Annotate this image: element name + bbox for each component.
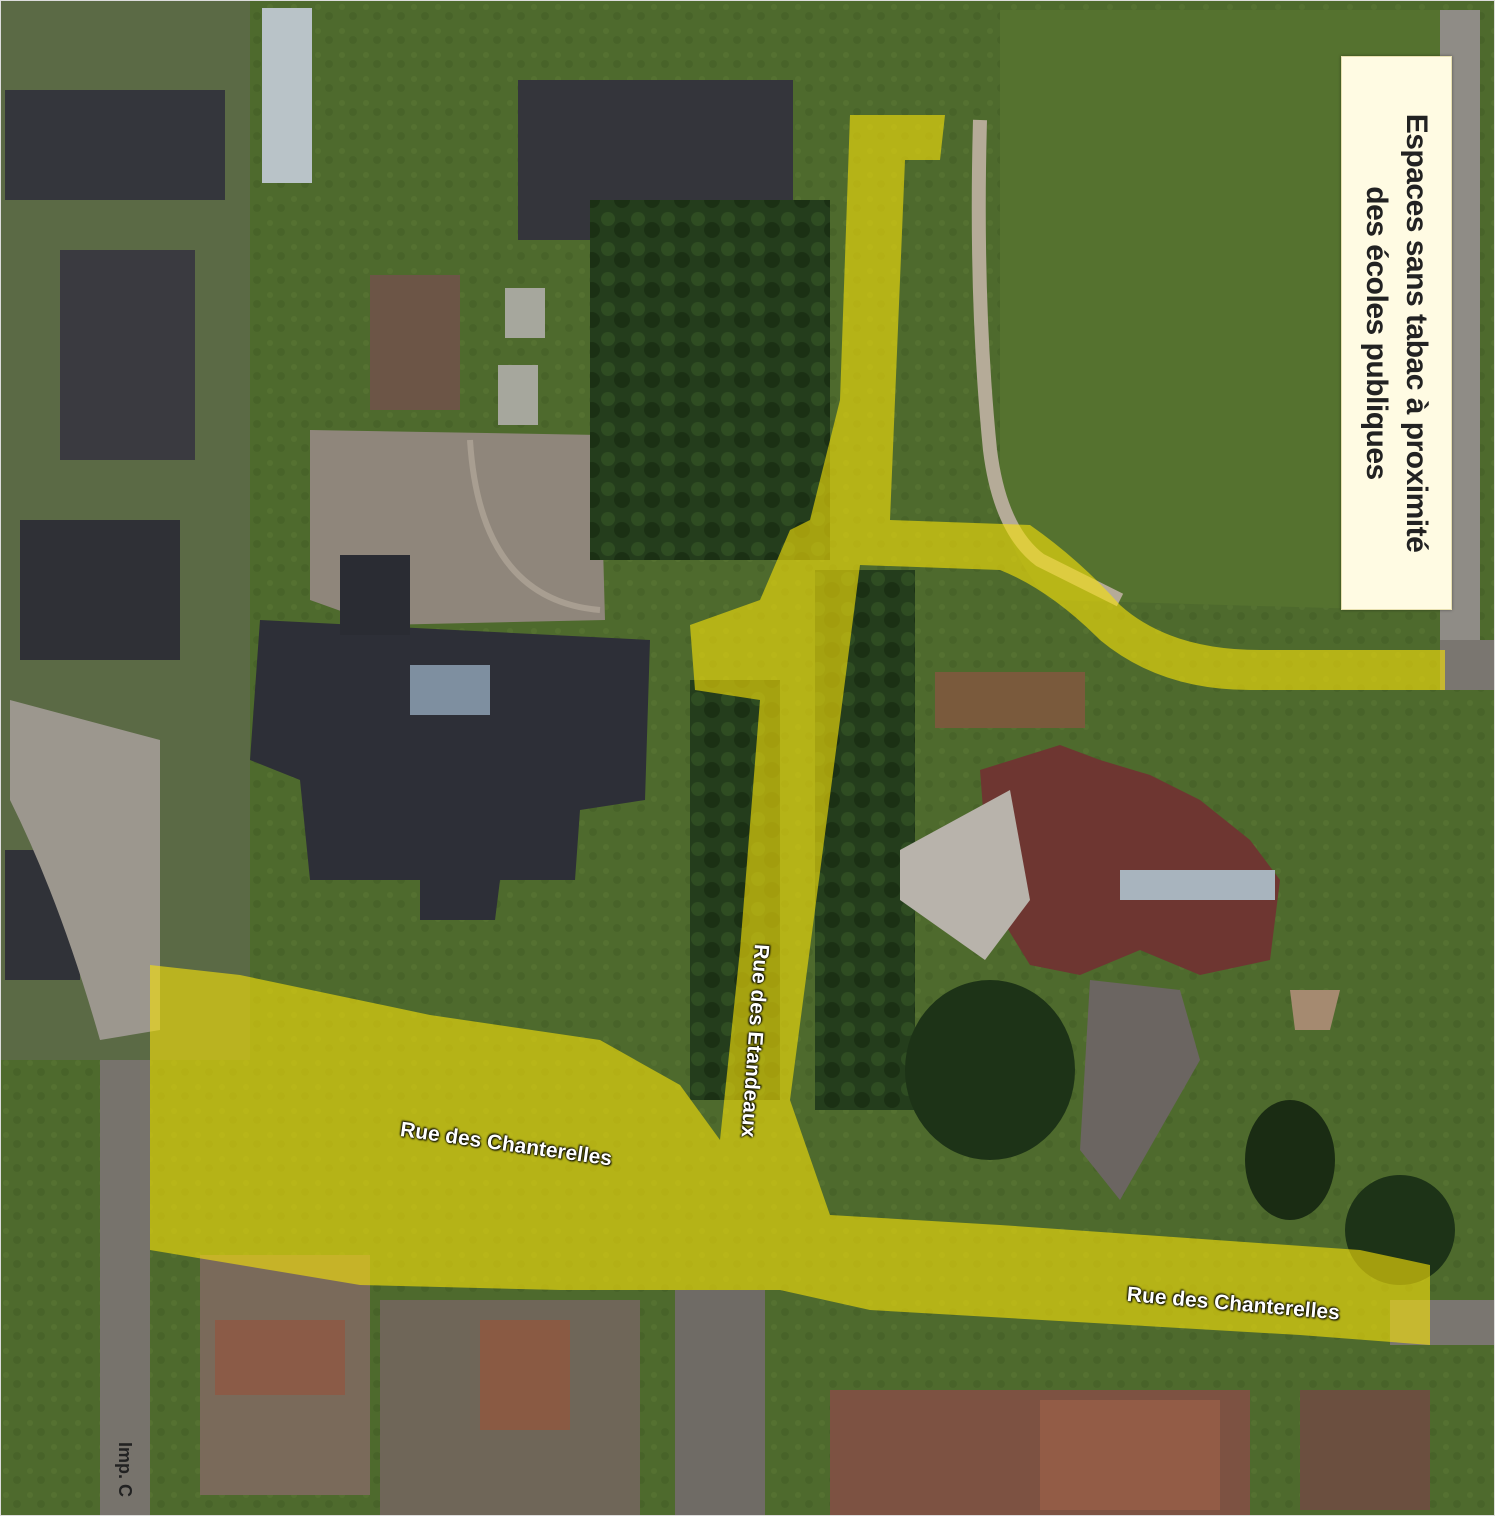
- house-roof: [1300, 1390, 1430, 1510]
- label-impasse: Imp. C: [115, 1442, 135, 1498]
- house-roof: [60, 250, 195, 460]
- house-roof: [5, 90, 225, 200]
- garden-plot: [935, 672, 1085, 728]
- annex-roof: [900, 790, 1030, 960]
- house-roof: [480, 1320, 570, 1430]
- tobacco-free-zone-overlay: [150, 115, 1445, 1345]
- legend-title-line-1: Espaces sans tabac à proximité: [1400, 113, 1434, 553]
- legend-title-line-2: des écoles publiques: [1360, 186, 1394, 480]
- road-south: [675, 1290, 765, 1516]
- map-legend: Espaces sans tabac à proximité des école…: [1341, 56, 1452, 610]
- house-roof: [20, 520, 180, 660]
- school-building-main: [250, 620, 650, 920]
- courtyard-path: [1080, 980, 1200, 1200]
- road-east-stub: [1440, 640, 1495, 690]
- driveway: [10, 700, 160, 1040]
- house-roof: [215, 1320, 345, 1395]
- playground: [1290, 990, 1340, 1030]
- school-wing: [340, 555, 410, 635]
- red-roof-building: [980, 745, 1280, 975]
- glass-roof: [1120, 870, 1275, 900]
- shed: [370, 275, 460, 410]
- skylight: [410, 665, 490, 715]
- tree-cluster: [590, 200, 830, 560]
- road-impasse: [100, 1060, 150, 1516]
- tree: [1245, 1100, 1335, 1220]
- tree: [905, 980, 1075, 1160]
- small-structure: [505, 288, 545, 338]
- small-structure: [498, 365, 538, 425]
- greenhouse: [262, 8, 312, 183]
- parking-track: [467, 439, 601, 613]
- house-roof: [1040, 1400, 1220, 1510]
